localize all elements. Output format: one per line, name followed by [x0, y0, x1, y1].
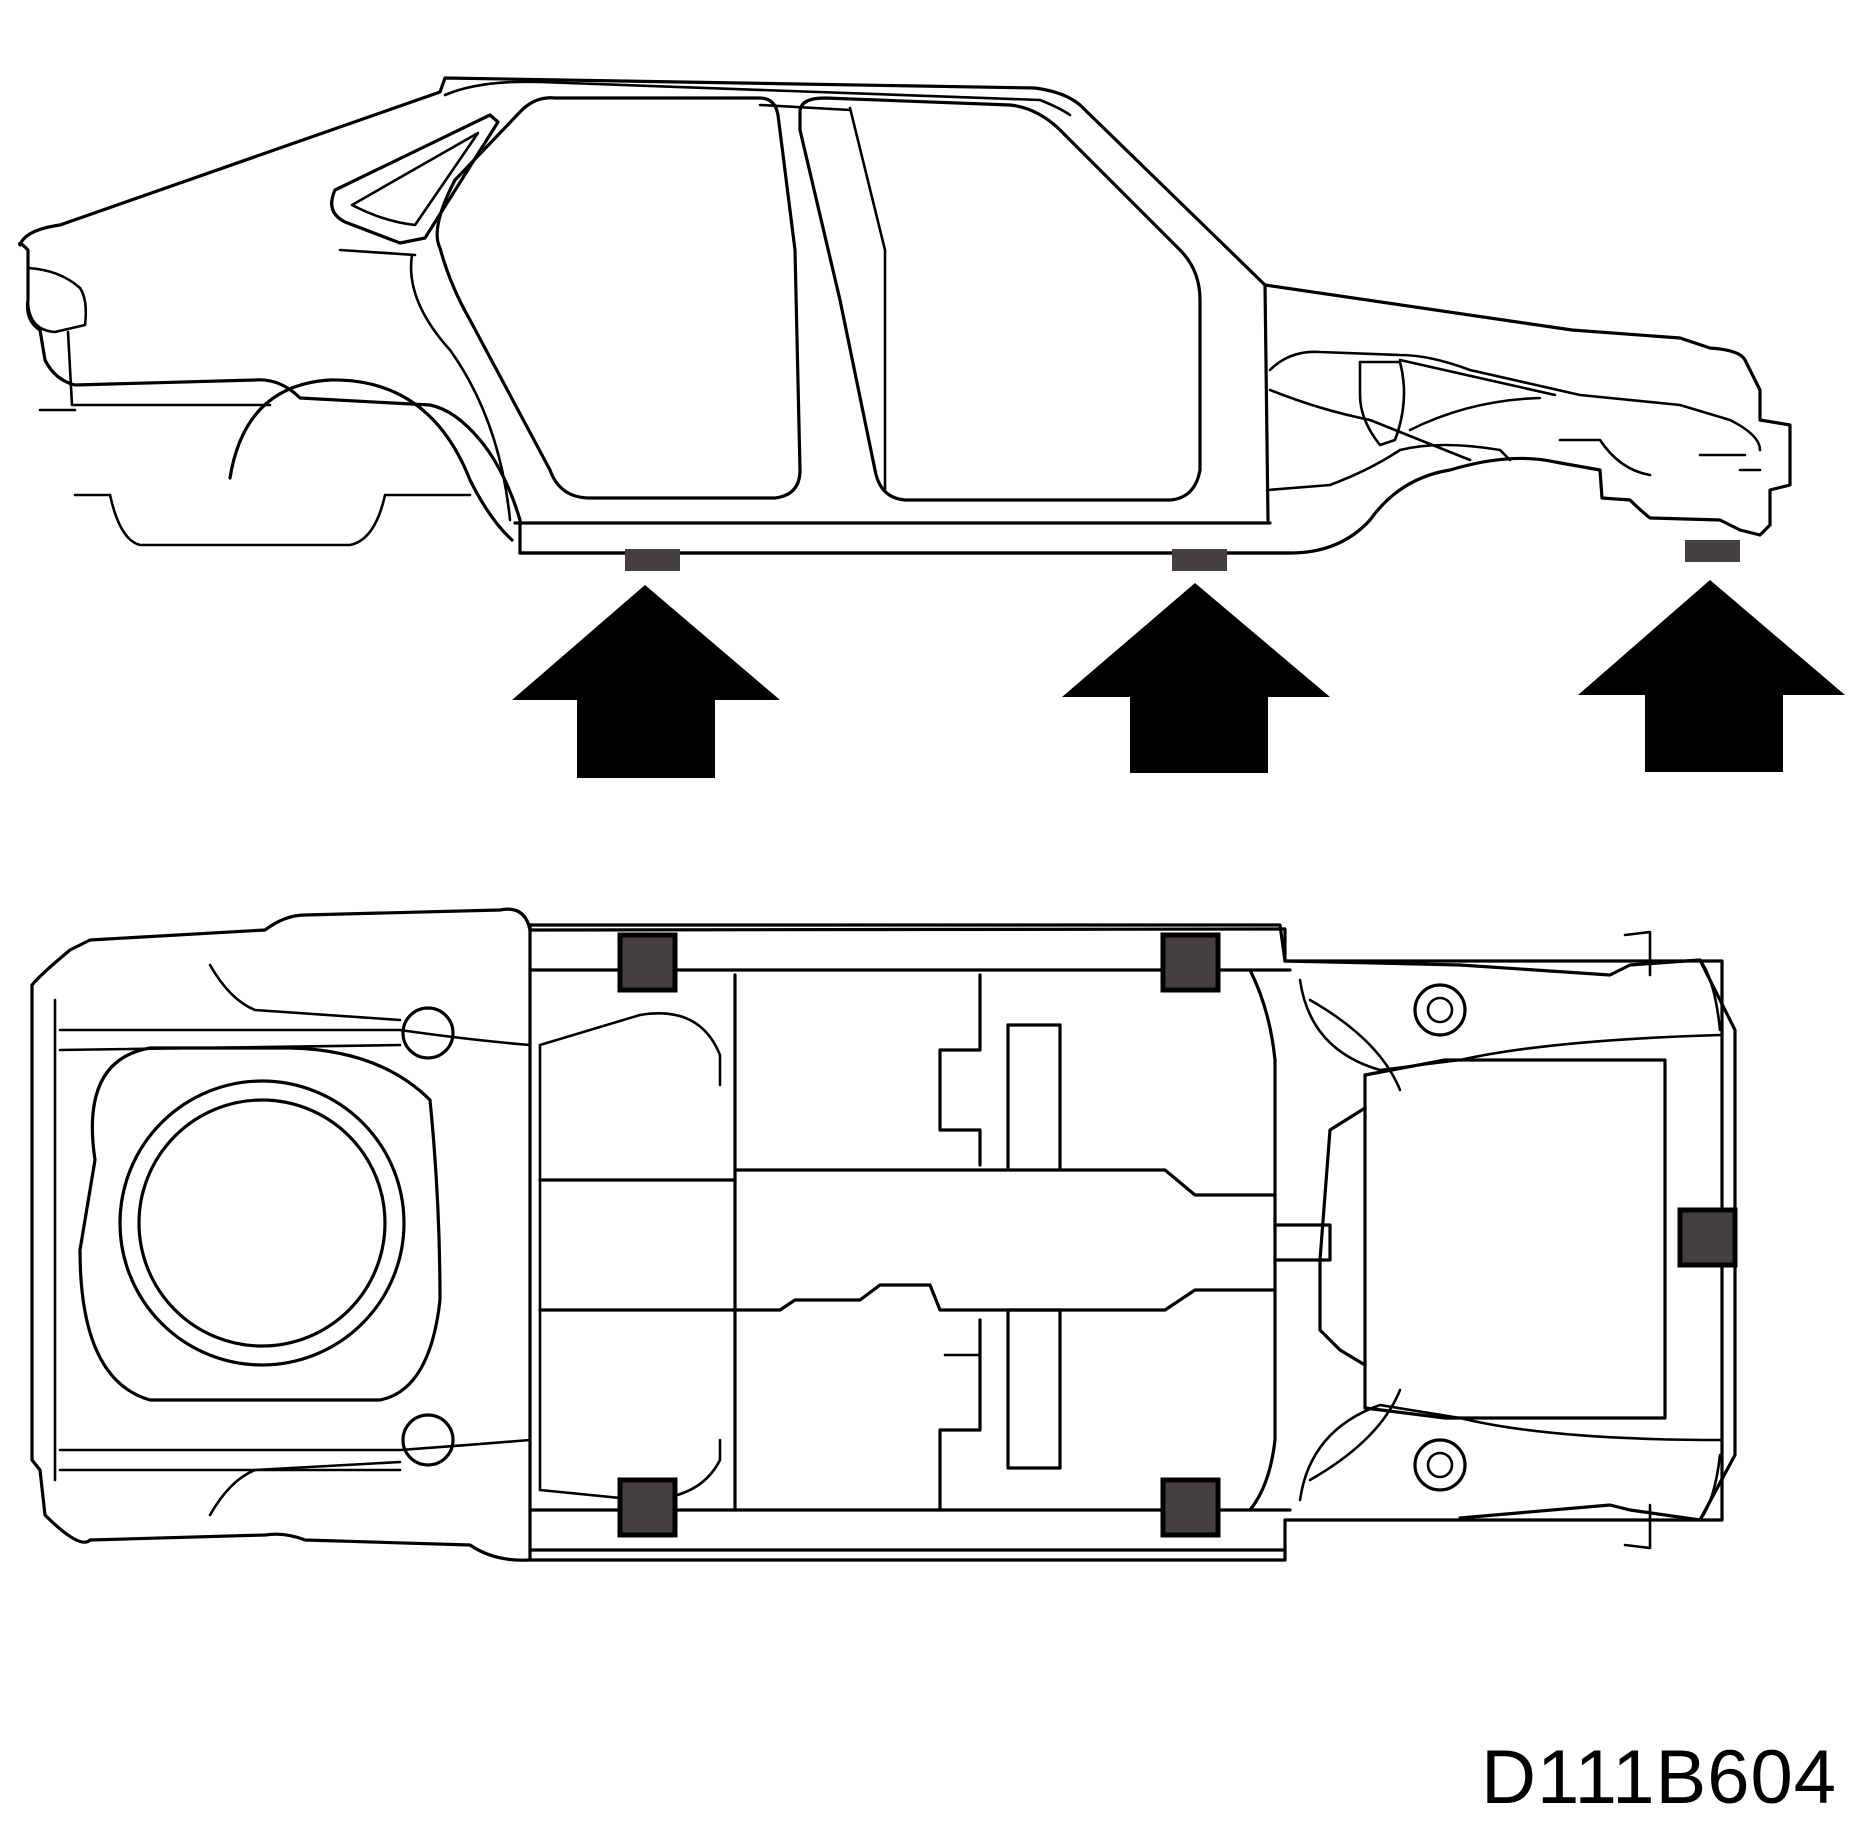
lift-pad-front-center [1677, 1207, 1738, 1268]
lift-pad-rear-side [625, 549, 680, 571]
lift-pad-rear-right [617, 1477, 678, 1538]
lift-pad-middle-left [1160, 932, 1221, 993]
lift-pad-middle-side [1172, 549, 1227, 571]
bottom-view-underbody-outline [30, 907, 1737, 1562]
lift-pad-rear-left [617, 932, 678, 993]
side-view-body-outline [18, 76, 1792, 555]
figure-code: D111B604 [1481, 1735, 1837, 1820]
lift-arrow-middle [1062, 583, 1330, 773]
lift-pad-front-side [1685, 540, 1740, 562]
lift-pad-middle-right [1160, 1477, 1221, 1538]
bottom-view-lift-pads [617, 932, 1738, 1538]
lift-arrows [512, 580, 1845, 778]
lift-arrow-front [1578, 580, 1845, 772]
lift-arrow-rear [512, 585, 780, 778]
side-view-lift-pads [625, 540, 1740, 571]
